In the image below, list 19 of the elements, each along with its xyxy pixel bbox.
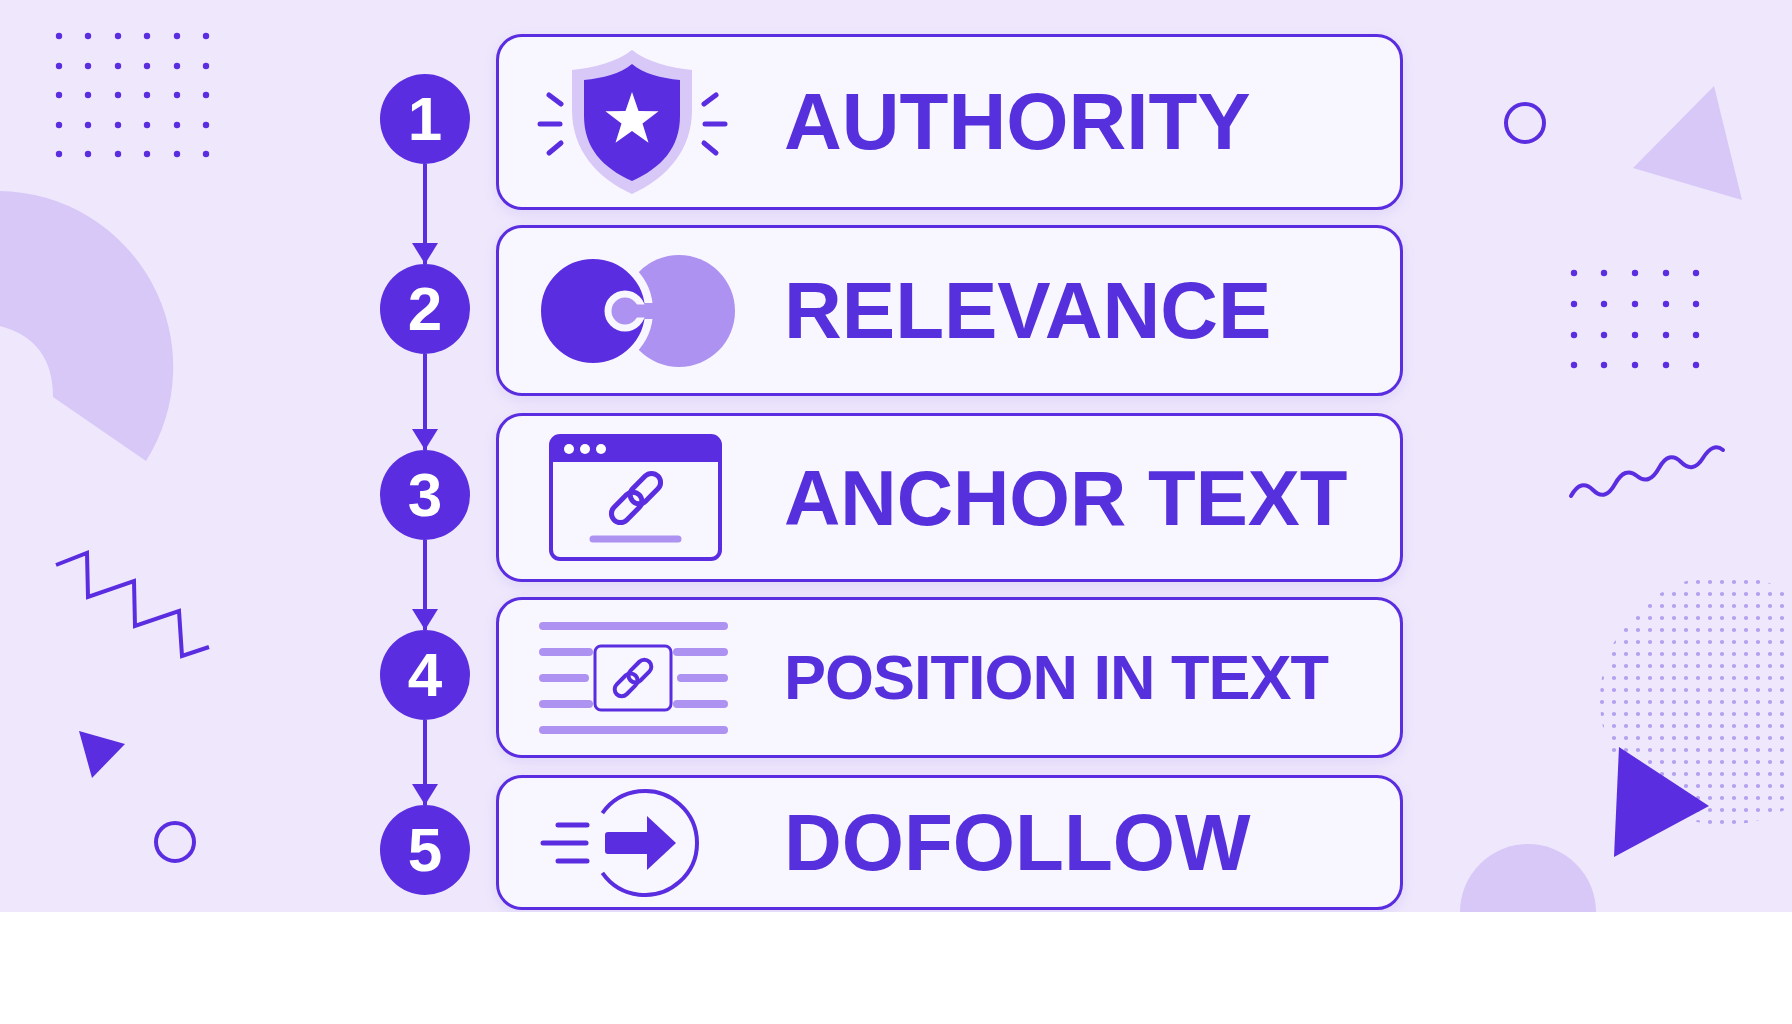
- step-card: [496, 34, 1403, 210]
- arrow: [412, 540, 438, 630]
- step-number: 2: [380, 264, 470, 354]
- step-title: POSITION IN TEXT: [784, 646, 1329, 709]
- step-title: RELEVANCE: [784, 270, 1272, 351]
- step-card: [496, 413, 1403, 582]
- step-card: [496, 597, 1403, 758]
- arrow: [412, 354, 438, 450]
- step-title: DOFOLLOW: [784, 802, 1251, 883]
- step-number: 5: [380, 805, 470, 895]
- arrow: [412, 720, 438, 805]
- step-card: [496, 225, 1403, 396]
- step-title: AUTHORITY: [784, 82, 1251, 162]
- step-card: [496, 775, 1403, 910]
- step-number: 1: [380, 74, 470, 164]
- arrow: [412, 164, 438, 264]
- step-number: 3: [380, 450, 470, 540]
- step-number: 4: [380, 630, 470, 720]
- step-title: ANCHOR TEXT: [784, 458, 1348, 537]
